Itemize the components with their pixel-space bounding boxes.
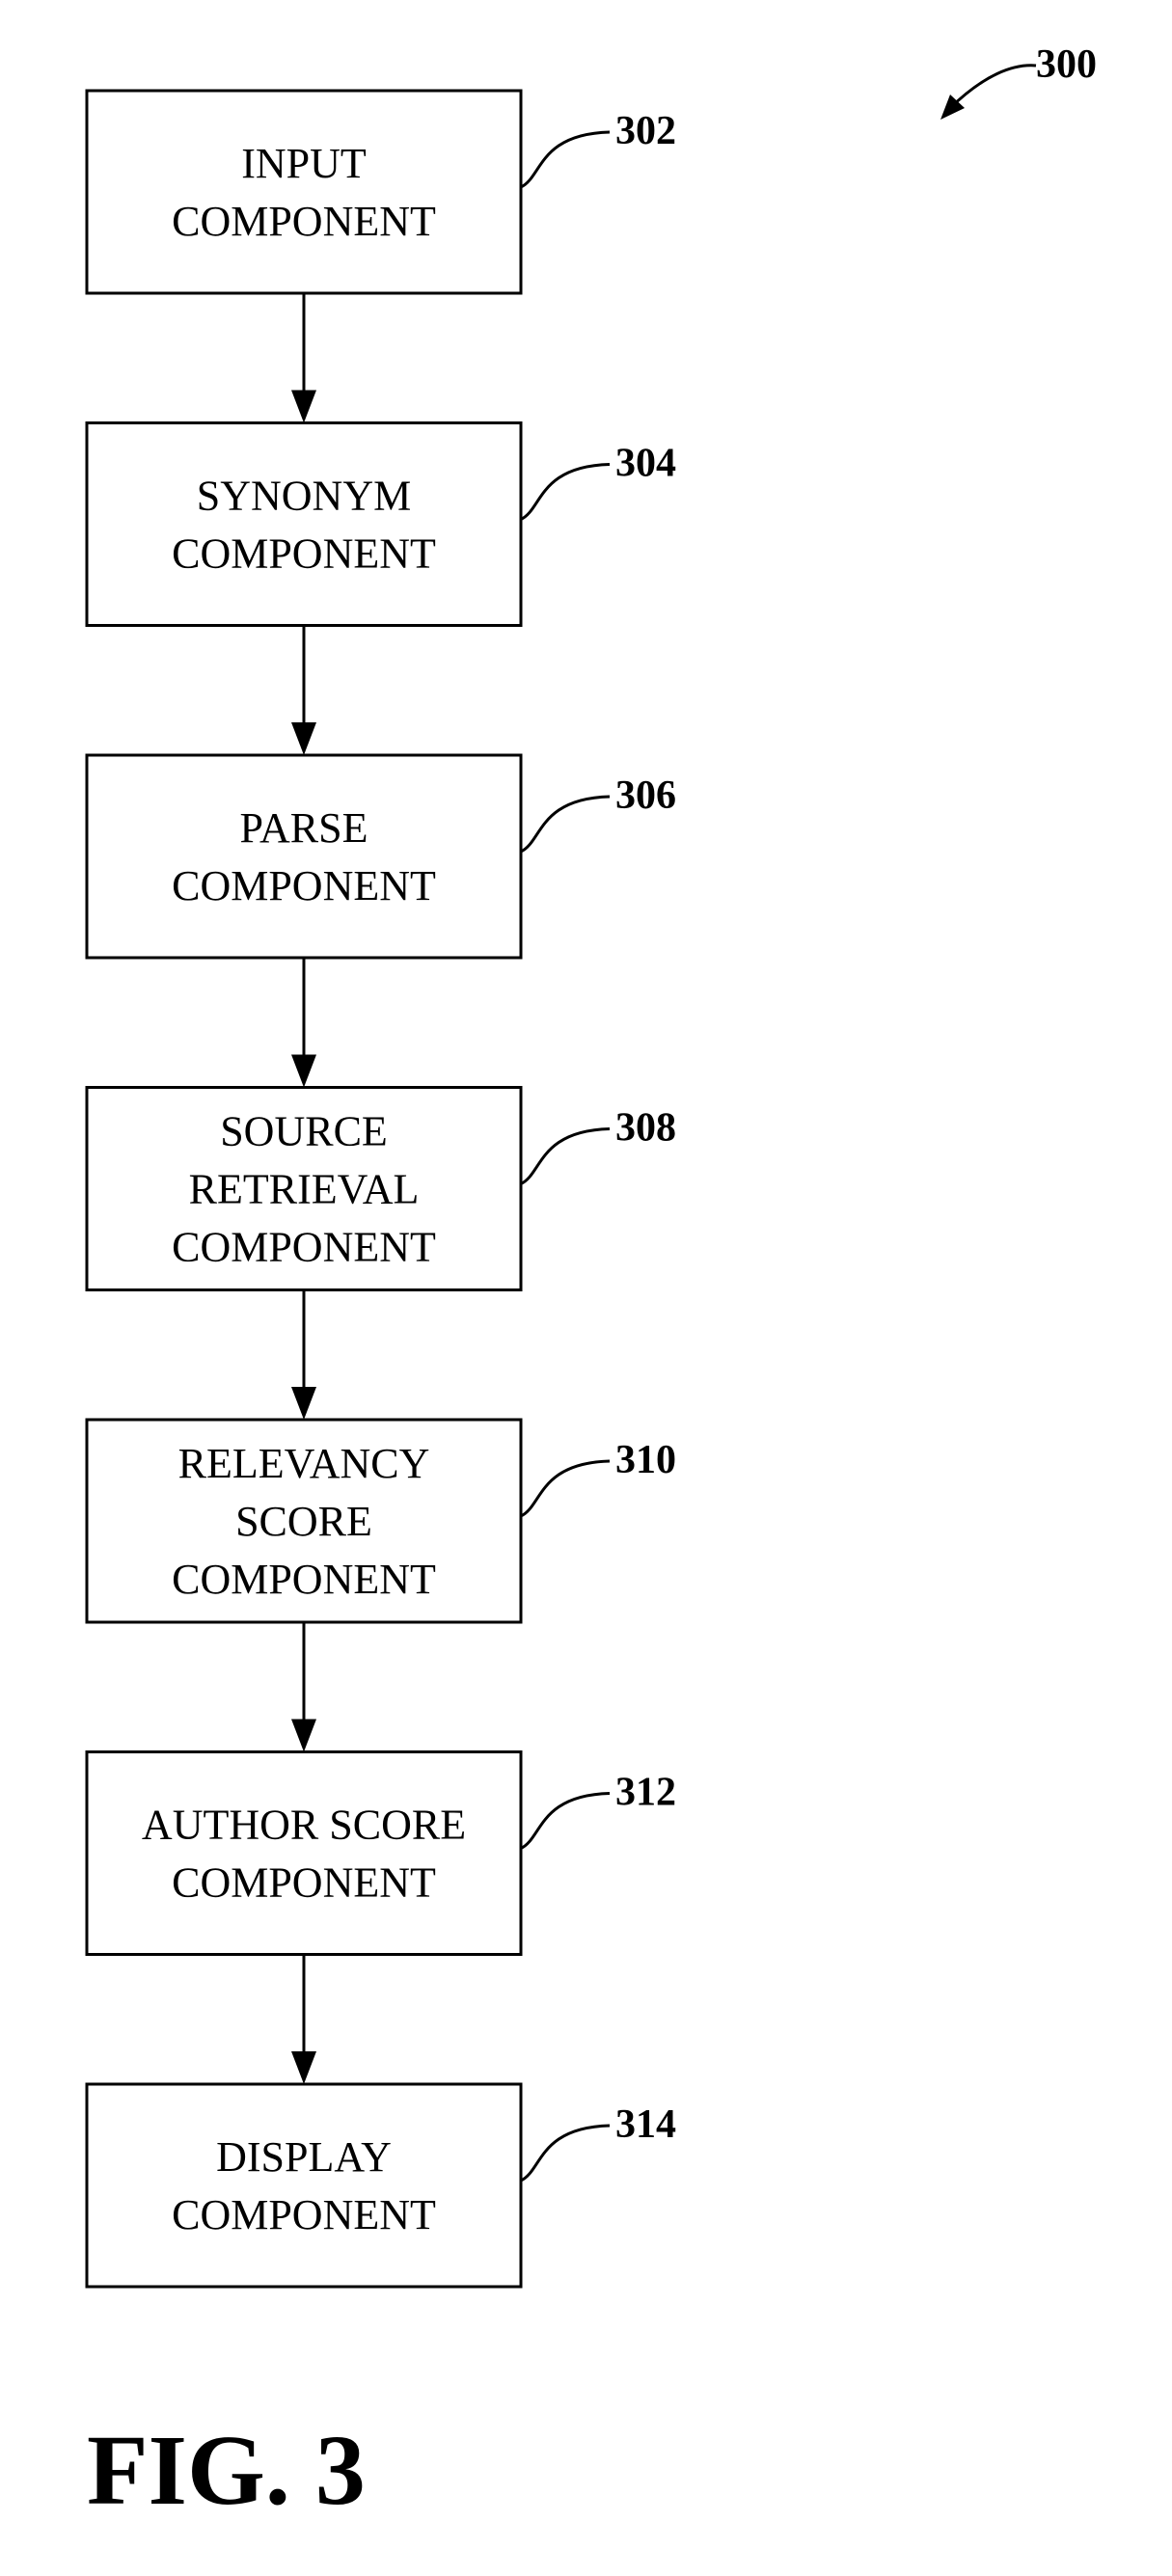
component-box (87, 1752, 521, 1955)
figure-caption: FIG. 3 (87, 2415, 366, 2526)
figure-reference-arrow (950, 66, 1036, 108)
reference-leader-line (521, 132, 610, 187)
flow-arrowhead (291, 1387, 316, 1420)
component-block-310: RELEVANCY SCORE COMPONENT 310 (87, 1420, 676, 1622)
figure-reference: 300 (940, 42, 1097, 120)
component-label-line: DISPLAY (216, 2133, 392, 2181)
component-label-line: PARSE (240, 804, 368, 852)
component-label-line: SYNONYM (197, 473, 411, 520)
component-label-line: COMPONENT (172, 1556, 436, 1603)
component-block-306: PARSE COMPONENT 306 (87, 755, 676, 958)
reference-leader-line (521, 1794, 610, 1849)
reference-number: 302 (615, 109, 676, 153)
component-label-line: COMPONENT (172, 1859, 436, 1907)
reference-number: 304 (615, 442, 676, 486)
component-label-line: SCORE (235, 1498, 372, 1545)
component-label-line: SOURCE (220, 1108, 388, 1155)
component-label-line: COMPONENT (172, 198, 436, 245)
component-block-304: SYNONYM COMPONENT 304 (87, 423, 676, 626)
reference-number: 314 (615, 2102, 676, 2147)
component-box (87, 423, 521, 626)
component-box (87, 91, 521, 293)
flow-arrowhead (291, 1720, 316, 1752)
component-label-line: COMPONENT (172, 2191, 436, 2238)
reference-number: 306 (615, 773, 676, 818)
component-label-line: INPUT (241, 140, 367, 187)
flow-arrowhead (291, 722, 316, 755)
reference-leader-line (521, 797, 610, 852)
component-label-line: RETRIEVAL (189, 1166, 420, 1213)
component-label-line: AUTHOR SCORE (142, 1802, 466, 1849)
reference-number: 308 (615, 1106, 676, 1151)
reference-leader-line (521, 465, 610, 520)
component-label-line: RELEVANCY (178, 1440, 430, 1487)
component-block-314: DISPLAY COMPONENT 314 (87, 2084, 676, 2287)
reference-number: 310 (615, 1438, 676, 1482)
reference-leader-line (521, 1129, 610, 1184)
flow-arrowhead (291, 391, 316, 423)
component-block-302: INPUT COMPONENT 302 (87, 91, 676, 293)
component-block-312: AUTHOR SCORE COMPONENT 312 (87, 1752, 676, 1955)
component-label-line: COMPONENT (172, 862, 436, 909)
component-boxes: INPUT COMPONENT 302SYNONYM COMPONENT 304PARS… (87, 91, 676, 2287)
reference-number: 312 (615, 1771, 676, 1815)
component-label-line: COMPONENT (172, 1224, 436, 1271)
reference-leader-line (521, 1461, 610, 1516)
component-label-line: COMPONENT (172, 530, 436, 578)
flow-arrowhead (291, 2051, 316, 2084)
reference-leader-line (521, 2126, 610, 2181)
flow-arrowhead (291, 1055, 316, 1088)
component-box (87, 755, 521, 958)
figure-reference-number: 300 (1036, 42, 1097, 87)
component-block-308: SOURCE RETRIEVAL COMPONENT 308 (87, 1088, 676, 1290)
component-box (87, 2084, 521, 2287)
